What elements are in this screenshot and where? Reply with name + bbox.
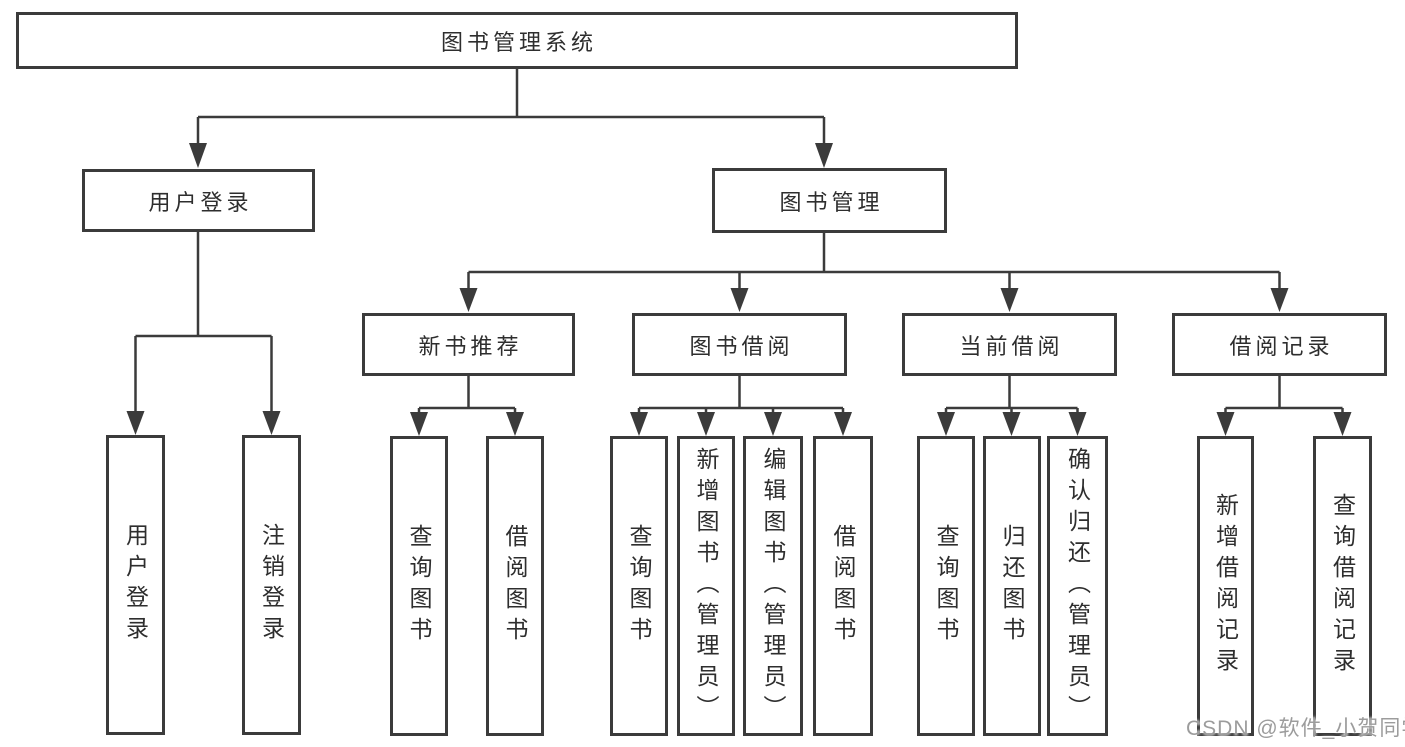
leaf-query-borrow-record: 查询借阅记录 — [1313, 436, 1372, 736]
arrowheads — [126, 143, 1352, 436]
node-book-borrowing: 图书借阅 — [632, 313, 847, 376]
leaf-return-books-label: 归还图书 — [999, 524, 1025, 648]
node-borrowing-records: 借阅记录 — [1172, 313, 1387, 376]
leaf-confirm-return-admin-label: 确认归还（管理员） — [1064, 446, 1091, 726]
node-book-management-label: 图书管理 — [779, 189, 884, 215]
leaf-add-books-admin: 新增图书（管理员） — [677, 436, 735, 736]
node-new-book-recommendation-label: 新书推荐 — [418, 333, 523, 359]
node-user-login: 用户登录 — [82, 169, 315, 232]
node-library-system-label: 图书管理系统 — [440, 29, 597, 55]
node-current-borrowing-label: 当前借阅 — [959, 333, 1064, 359]
leaf-query-books-borrowing: 查询图书 — [610, 436, 668, 736]
leaf-user-login: 用户登录 — [106, 435, 165, 735]
leaf-return-books: 归还图书 — [983, 436, 1041, 736]
leaf-add-borrow-record-label: 新增借阅记录 — [1212, 493, 1239, 679]
leaf-add-borrow-record: 新增借阅记录 — [1197, 436, 1254, 736]
node-book-management: 图书管理 — [712, 168, 947, 233]
watermark: CSDN @软件_小贺同学 — [1186, 717, 1405, 740]
leaf-logout-label: 注销登录 — [258, 523, 285, 647]
leaf-borrow-books-recommend: 借阅图书 — [486, 436, 544, 736]
node-user-login-label: 用户登录 — [148, 189, 253, 215]
leaf-confirm-return-admin: 确认归还（管理员） — [1047, 436, 1108, 736]
node-current-borrowing: 当前借阅 — [902, 313, 1117, 376]
node-book-borrowing-label: 图书借阅 — [689, 333, 794, 359]
leaf-edit-books-admin-label: 编辑图书（管理员） — [760, 446, 786, 726]
leaf-user-login-label: 用户登录 — [122, 523, 149, 647]
leaf-edit-books-admin: 编辑图书（管理员） — [743, 436, 803, 736]
leaf-query-books-borrowing-label: 查询图书 — [626, 524, 652, 648]
leaf-borrow-books-borrowing: 借阅图书 — [813, 436, 873, 736]
leaf-add-books-admin-label: 新增图书（管理员） — [693, 446, 719, 726]
leaf-borrow-books-borrowing-label: 借阅图书 — [830, 524, 856, 648]
leaf-query-books-current: 查询图书 — [917, 436, 975, 736]
leaf-query-books-recommend-label: 查询图书 — [406, 524, 432, 648]
node-library-system: 图书管理系统 — [16, 12, 1018, 69]
node-new-book-recommendation: 新书推荐 — [362, 313, 575, 376]
leaf-query-borrow-record-label: 查询借阅记录 — [1329, 493, 1356, 679]
leaf-borrow-books-recommend-label: 借阅图书 — [502, 524, 528, 648]
leaf-query-books-recommend: 查询图书 — [390, 436, 448, 736]
node-borrowing-records-label: 借阅记录 — [1229, 333, 1334, 359]
leaf-logout: 注销登录 — [242, 435, 301, 735]
leaf-query-books-current-label: 查询图书 — [933, 524, 959, 648]
